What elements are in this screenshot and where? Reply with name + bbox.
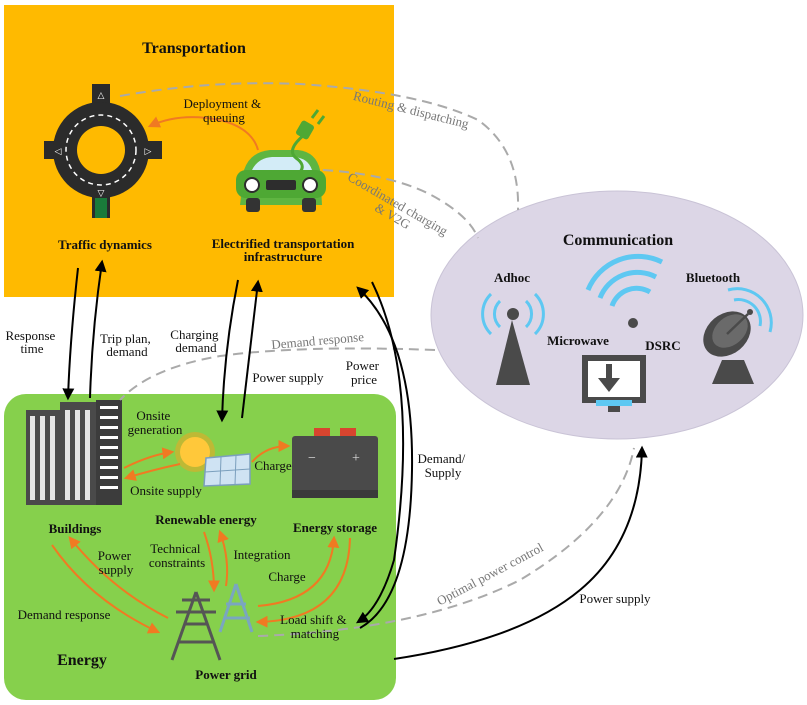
integration-label: Integration: [233, 547, 291, 562]
traffic-dynamics-label: Traffic dynamics: [58, 237, 152, 252]
coordinated-link: [322, 169, 479, 239]
grid-buildings-arrow: [68, 536, 169, 619]
battery-icon: − +: [292, 428, 378, 498]
charge-top-arrow: [251, 440, 291, 463]
charging-demand-label: Charging demand: [170, 327, 221, 355]
microwave-label: Microwave: [547, 333, 609, 348]
renewable-grid-arrow: [203, 531, 220, 593]
deployment-arrow: [147, 116, 259, 151]
trip-plan-arrow: [89, 259, 107, 399]
demand-response-link: [119, 347, 436, 401]
wifi-icon: [585, 253, 664, 328]
onsite-supply-label: Onsite supply: [130, 483, 202, 498]
renewable-energy-label: Renewable energy: [155, 512, 257, 527]
power-grid-label: Power grid: [195, 667, 257, 682]
onsite-generation-arrow: [123, 447, 175, 469]
energy-title: Energy: [57, 652, 107, 669]
onsite-supply-arrow: [123, 463, 181, 481]
power-price-label: Power price: [346, 358, 382, 387]
power-supply-ev-label: Power supply: [252, 370, 324, 385]
optimal-power-link: [257, 447, 635, 637]
buildings-grid-arrow: [51, 544, 161, 634]
deployment-label: Deployment & queuing: [184, 96, 265, 125]
response-time-arrow: [62, 267, 79, 401]
onsite-generation-label: Onsite generation: [128, 408, 183, 437]
demand-response-bottom-label: Demand response: [18, 607, 111, 622]
roundabout-icon: △ ▽ ◁ ▷: [44, 84, 162, 218]
svg-text:▷: ▷: [145, 146, 152, 156]
adhoc-antenna-icon: [481, 292, 545, 385]
buildings-label: Buildings: [49, 521, 102, 536]
grid-renewable-arrow: [217, 529, 229, 587]
satellite-dish-icon: [703, 287, 773, 384]
power-supply-bldg-label: Power supply: [98, 548, 134, 577]
power-supply-ev-arrow: [241, 279, 263, 419]
routing-link: [119, 82, 520, 211]
response-time-label: Response time: [5, 328, 58, 356]
ev-infrastructure-label-2: infrastructure: [244, 249, 323, 264]
demand-supply-label: Demand/ Supply: [418, 451, 469, 480]
svg-text:◁: ◁: [55, 146, 62, 156]
ev-plug-icon: [290, 109, 326, 173]
dsrc-label: DSRC: [645, 338, 680, 353]
trip-plan-label: Trip plan, demand: [100, 331, 154, 359]
grid-storage-arrow: [257, 535, 340, 607]
storage-grid-arrow: [255, 537, 351, 628]
power-supply-comm-arrow: [393, 445, 648, 660]
technical-constraints-label: Technical constraints: [149, 541, 205, 570]
adhoc-label: Adhoc: [494, 270, 530, 285]
svg-text:▽: ▽: [98, 188, 105, 198]
demand-supply-arrow: [356, 286, 414, 629]
transportation-title: Transportation: [142, 40, 246, 57]
buildings-icon: [26, 400, 122, 505]
power-tower-icon: [170, 583, 254, 661]
computer-monitor-icon: [582, 355, 646, 412]
svg-text:+: +: [352, 451, 360, 466]
svg-text:−: −: [308, 451, 316, 466]
communication-title: Communication: [563, 232, 673, 249]
svg-text:△: △: [98, 90, 105, 100]
bluetooth-label: Bluetooth: [686, 270, 741, 285]
power-supply-comm-label: Power supply: [579, 591, 651, 606]
load-shift-label: Load shift & matching: [280, 612, 350, 641]
ev-infrastructure-label-1: Electrified transportation: [212, 236, 355, 251]
solar-panel-icon: [203, 453, 251, 487]
charge-bottom-label: Charge: [268, 569, 306, 584]
charge-top-label: Charge: [254, 458, 292, 473]
energy-storage-label: Energy storage: [293, 520, 377, 535]
charging-demand-arrow: [216, 279, 239, 423]
